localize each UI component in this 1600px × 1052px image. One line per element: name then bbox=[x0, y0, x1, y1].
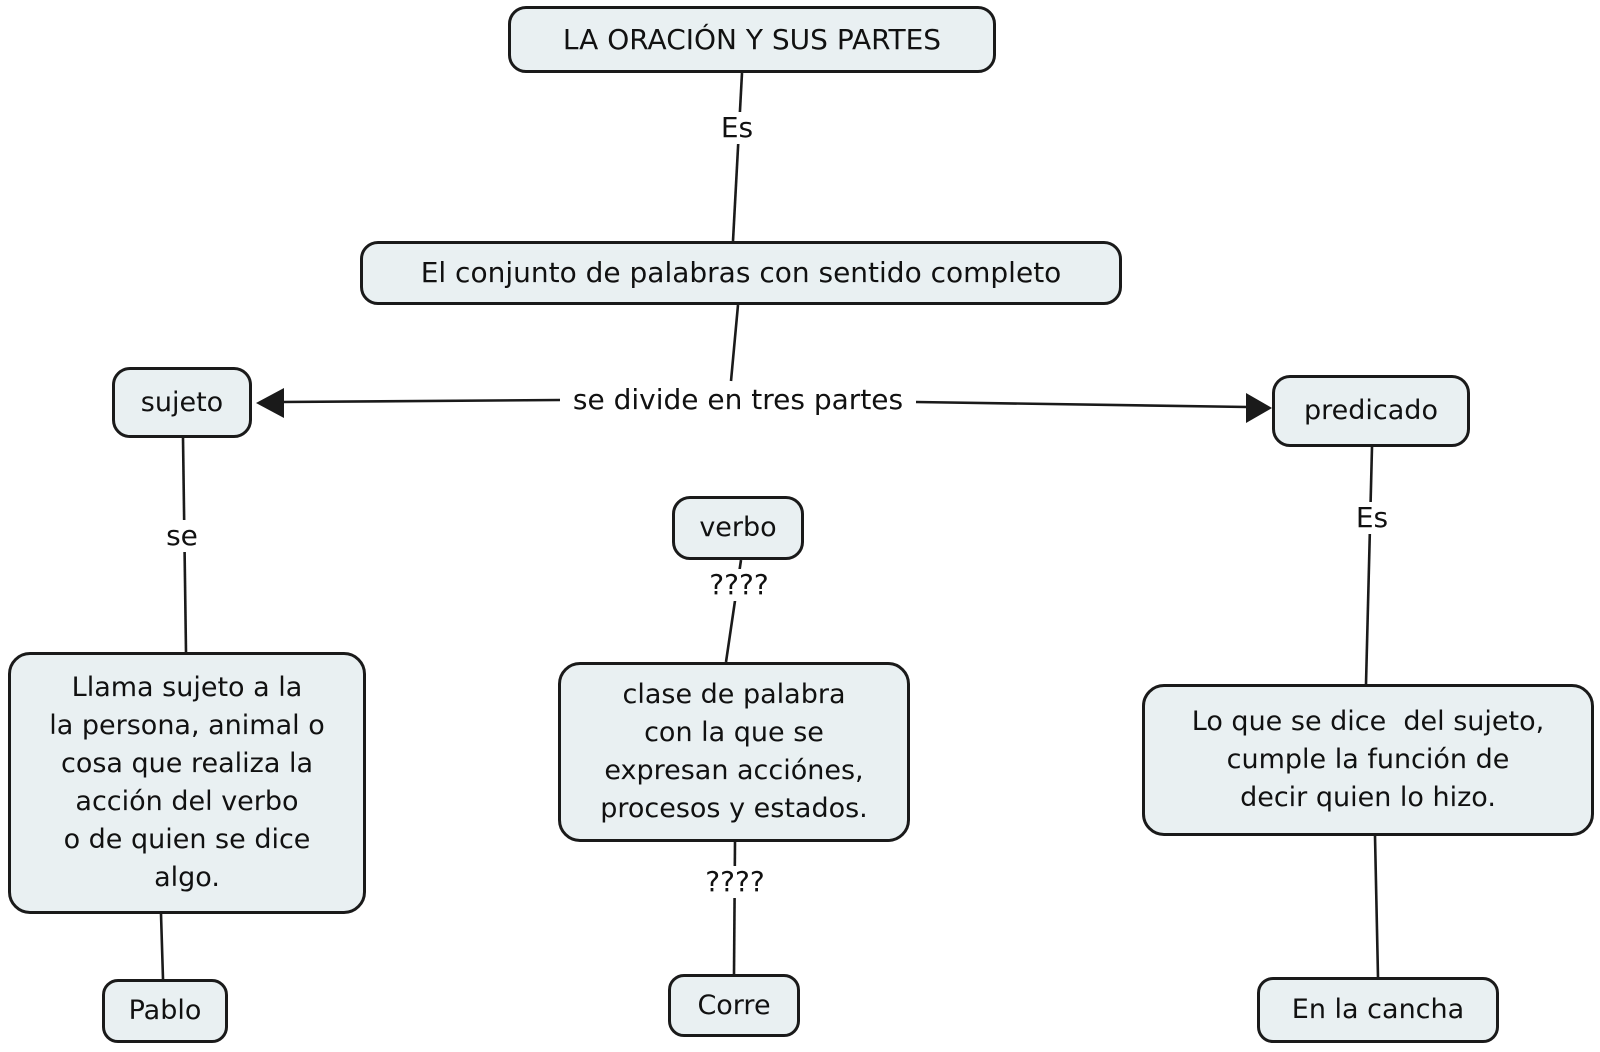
concept-sujeto-descripcion[interactable]: Llama sujeto a la la persona, animal o c… bbox=[8, 652, 366, 914]
link-label-question-marks-top[interactable]: ???? bbox=[704, 569, 774, 601]
arrowhead-left-icon bbox=[256, 388, 284, 418]
link-label-es-right[interactable]: Es bbox=[1350, 502, 1394, 534]
connector-divide-predicado bbox=[915, 400, 1249, 409]
concept-ejemplo-corre[interactable]: Corre bbox=[668, 974, 800, 1037]
concept-verbo[interactable]: verbo bbox=[672, 496, 804, 560]
concept-predicado[interactable]: predicado bbox=[1272, 375, 1470, 447]
link-label-question-marks-bottom[interactable]: ???? bbox=[700, 866, 770, 898]
concept-predicado-descripcion[interactable]: Lo que se dice del sujeto, cumple la fun… bbox=[1142, 684, 1594, 836]
connector-divide-sujeto bbox=[279, 398, 561, 404]
connector-definition-divide-label bbox=[729, 304, 740, 382]
connector-title-definition bbox=[731, 72, 744, 242]
link-label-se-divide-en-tres-partes[interactable]: se divide en tres partes bbox=[567, 384, 909, 416]
arrowhead-right-icon bbox=[1246, 393, 1272, 423]
connector-descripcion-corre bbox=[732, 841, 737, 975]
connector-descripcion-cancha bbox=[1373, 835, 1380, 978]
link-label-es-top[interactable]: Es bbox=[715, 112, 759, 144]
concept-ejemplo-en-la-cancha[interactable]: En la cancha bbox=[1257, 977, 1499, 1043]
concept-ejemplo-pablo[interactable]: Pablo bbox=[102, 979, 228, 1043]
concept-la-oracion-y-sus-partes[interactable]: LA ORACIÓN Y SUS PARTES bbox=[508, 6, 996, 73]
concept-sujeto[interactable]: sujeto bbox=[112, 367, 252, 438]
link-label-se[interactable]: se bbox=[161, 520, 203, 552]
concept-verbo-descripcion[interactable]: clase de palabra con la que se expresan … bbox=[558, 662, 910, 842]
connector-predicado-descripcion bbox=[1364, 446, 1374, 685]
connector-descripcion-pablo bbox=[159, 913, 165, 980]
concept-definicion-oracion[interactable]: El conjunto de palabras con sentido comp… bbox=[360, 241, 1122, 305]
